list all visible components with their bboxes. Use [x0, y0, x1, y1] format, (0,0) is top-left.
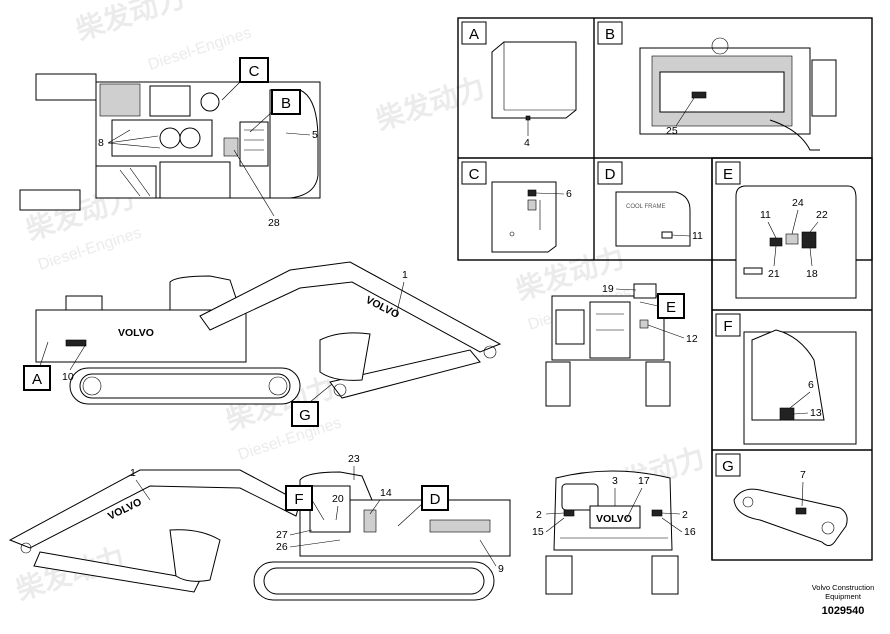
svg-text:C: C [469, 166, 480, 183]
side-brand-text: VOLVO [118, 327, 154, 339]
rear-view-numbers: 3 17 2 2 15 16 [532, 475, 696, 538]
panel-b: B 25 [597, 21, 837, 151]
num-24: 24 [792, 197, 804, 209]
callout-b: B [249, 89, 301, 133]
num-6-f: 6 [808, 379, 814, 391]
callout-a: A [23, 341, 51, 391]
num-10: 10 [62, 371, 74, 383]
svg-text:F: F [723, 318, 732, 335]
num-12: 12 [686, 333, 698, 345]
svg-text:F: F [294, 491, 303, 508]
num-5: 5 [312, 129, 318, 141]
watermark-en-1: Diesel-Engines [146, 24, 254, 73]
num-7: 7 [800, 469, 806, 481]
num-23: 23 [348, 453, 360, 465]
svg-text:B: B [281, 95, 291, 112]
svg-text:C: C [249, 63, 260, 80]
svg-text:E: E [723, 166, 733, 183]
num-2-right: 2 [682, 509, 688, 521]
callout-g: G [291, 383, 333, 427]
num-19: 19 [602, 283, 614, 295]
side-view-machine: VOLVO VOLVO [35, 261, 502, 405]
panel-d: D COOL FRAME 11 [597, 161, 703, 247]
rear-view-machine: VOLVO [545, 470, 679, 595]
num-9: 9 [498, 563, 504, 575]
svg-text:D: D [605, 166, 616, 183]
num-4: 4 [524, 137, 530, 149]
footer-drawing-id: 1029540 [822, 605, 865, 617]
svg-text:E: E [666, 299, 676, 316]
watermark-cn-1: 柴发动力 [72, 0, 188, 46]
num-8: 8 [98, 137, 104, 149]
num-25: 25 [666, 125, 678, 137]
num-1-left: 1 [130, 467, 136, 479]
svg-text:G: G [722, 458, 734, 475]
num-15: 15 [532, 526, 544, 538]
num-2-left: 2 [536, 509, 542, 521]
num-27: 27 [276, 529, 288, 541]
num-13: 13 [810, 407, 822, 419]
svg-text:A: A [469, 26, 479, 43]
num-26: 26 [276, 541, 288, 553]
front-view-numbers: 19 12 [602, 283, 698, 345]
num-11-e: 11 [760, 209, 771, 221]
callout-f: F [285, 485, 325, 521]
footer-line-2: Equipment [825, 592, 862, 601]
footer: Volvo Construction Equipment 1029540 [812, 583, 875, 617]
panel-c: C 6 [461, 161, 572, 253]
cool-frame-text: COOL FRAME [626, 204, 665, 210]
side-view-numbers: 1 10 [62, 269, 408, 383]
callout-c: C [221, 57, 269, 101]
panel-g: G 7 [715, 453, 848, 546]
num-11-d: 11 [692, 230, 703, 242]
num-20: 20 [332, 493, 344, 505]
num-16: 16 [684, 526, 696, 538]
num-22: 22 [816, 209, 828, 221]
front-view-machine [545, 283, 671, 407]
num-1-side: 1 [402, 269, 408, 281]
num-21: 21 [768, 268, 780, 280]
num-18: 18 [806, 268, 818, 280]
callout-e: E [639, 293, 685, 319]
svg-text:B: B [605, 26, 615, 43]
svg-text:A: A [32, 371, 42, 388]
num-6-c: 6 [566, 188, 572, 200]
left-view-numbers: 1 23 20 14 27 26 9 [130, 453, 504, 575]
num-17: 17 [638, 475, 650, 487]
panel-f: F 6 13 [715, 313, 857, 445]
rear-brand-text: VOLVO [596, 513, 632, 525]
num-14: 14 [380, 487, 392, 499]
panel-a: A 4 [461, 21, 577, 149]
num-3: 3 [612, 475, 618, 487]
svg-text:D: D [430, 491, 441, 508]
footer-line-1: Volvo Construction [812, 583, 875, 592]
watermark-cn-7: 柴发动力 [372, 71, 488, 136]
svg-text:G: G [299, 407, 311, 424]
panel-e: E 11 24 22 21 18 [715, 161, 857, 299]
top-view-numbers: 8 5 28 [98, 129, 318, 229]
callout-d: D [397, 485, 449, 527]
num-28: 28 [268, 217, 280, 229]
detail-panels [457, 17, 873, 561]
